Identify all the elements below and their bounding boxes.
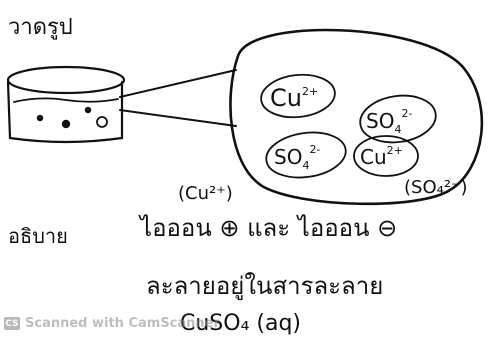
scanner-logo-badge: CS [4,317,20,330]
solution-surface [14,98,118,102]
explain-label: อธิบาย [8,224,68,248]
heading-draw: วาดรูป [8,15,73,40]
cu-ion-label: Cu2+ [270,84,318,112]
dissolved-particles [37,107,107,128]
so4-ion-label: SO42- [366,107,412,136]
cu-ion-label: Cu2+ [360,144,403,169]
scanner-watermark: CS Scanned with CamScanner [4,316,220,331]
explanation-line-2: ละลายอยู่ในสารละลาย [146,272,383,301]
cation-note: (Cu²⁺) [178,183,233,204]
scanner-watermark-text: Scanned with CamScanner [25,316,220,331]
beaker [8,67,124,142]
anion-note: (SO₄²⁻) [404,177,468,198]
so4-ion-label: SO42- [274,143,320,172]
explanation-line-1: ไอออน ⊕ และ ไอออน ⊖ [138,214,397,242]
magnifier-lines [120,70,236,126]
